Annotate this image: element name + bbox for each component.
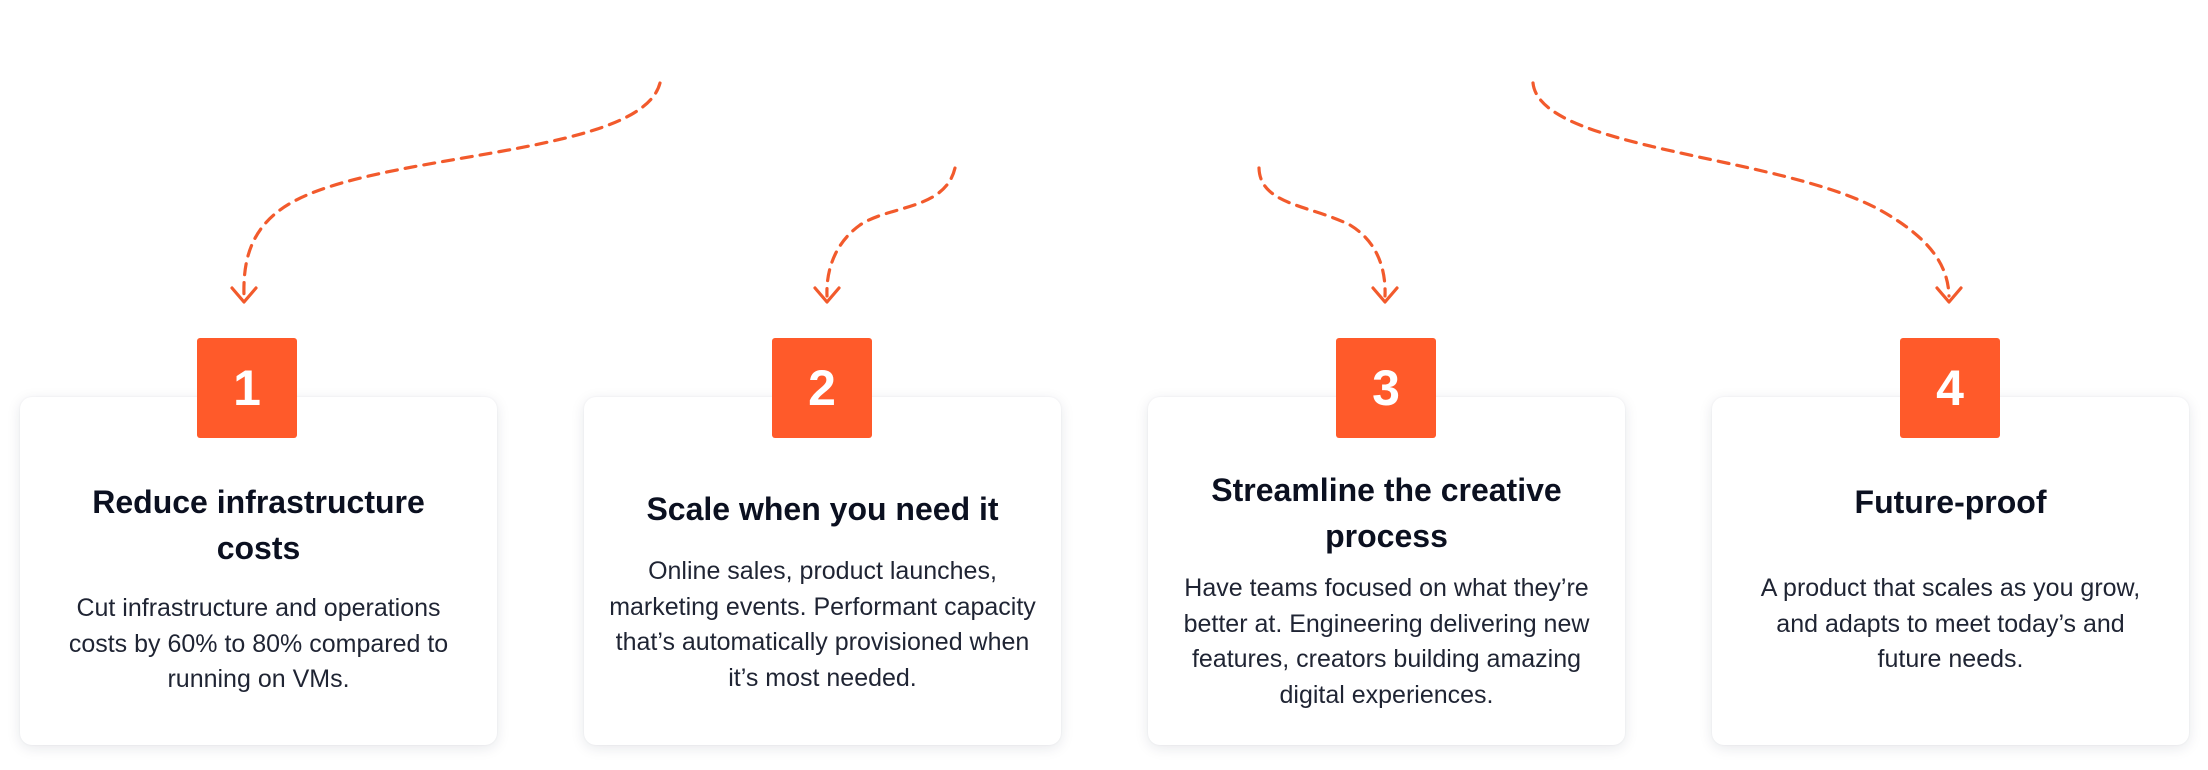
arrow-head-4 [1935,286,1963,304]
arrow-to-card-1 [242,81,662,298]
feature-card-2: Scale when you need it Online sales, pro… [584,397,1061,745]
arrow-head-2 [813,286,841,304]
card-1-text: Cut infrastructure and operations costs … [68,594,449,693]
card-4-text: A product that scales as you grow, and a… [1760,574,2141,673]
card-2-title: Scale when you need it [646,491,999,527]
card-2-text: Online sales, product launches, marketin… [609,557,1036,692]
arrow-head-3 [1371,286,1399,304]
feature-card-1: Reduce infrastructure costs Cut infrastr… [20,397,497,745]
card-1-title: Reduce infrastructure costs [92,484,425,566]
feature-card-3: Streamline the creative process Have tea… [1148,397,1625,745]
feature-card-4: Future-proof A product that scales as yo… [1712,397,2189,745]
step-badge-2: 2 [772,338,872,438]
step-badge-1: 1 [197,338,297,438]
card-3-title: Streamline the creative process [1211,472,1562,554]
step-badge-3: 3 [1336,338,1436,438]
arrow-head-1 [230,286,258,304]
arrow-to-card-2 [825,166,957,298]
arrow-to-card-4 [1531,81,1951,298]
card-4-title: Future-proof [1854,484,2047,520]
step-badge-4: 4 [1900,338,2000,438]
arrow-to-card-3 [1257,166,1387,298]
card-3-text: Have teams focused on what they’re bette… [1183,574,1590,709]
